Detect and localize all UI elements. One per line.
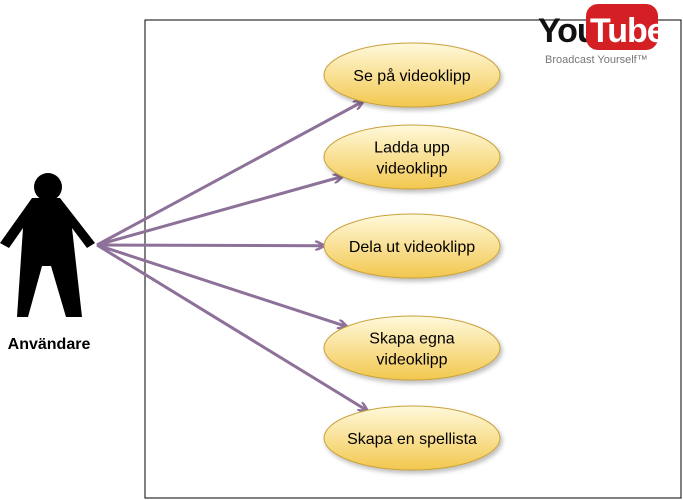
logo-tagline: Broadcast Yourself™ xyxy=(545,54,648,66)
use-case-ellipse xyxy=(323,315,501,381)
use-case-label: Dela ut videoklipp xyxy=(349,239,475,256)
use-case-label: Skapa egna xyxy=(369,331,455,348)
association-arrow xyxy=(96,243,367,411)
youtube-logo: You Tube Broadcast Yourself™ xyxy=(538,4,666,66)
association-arrow xyxy=(96,102,363,247)
use-case-label: videoklipp xyxy=(376,161,447,178)
use-case-ellipse xyxy=(323,42,501,108)
use-case-label: videoklipp xyxy=(376,352,447,369)
actor-head-icon xyxy=(34,173,62,201)
associations xyxy=(96,102,367,411)
use-case: Skapa egna videoklipp xyxy=(323,315,501,381)
use-case: Skapa en spellista xyxy=(323,405,501,471)
association-arrow xyxy=(96,177,342,247)
system-boundary xyxy=(144,19,682,499)
use-case-label: Ladda upp xyxy=(374,140,450,157)
use-case: Se på videoklipp xyxy=(323,42,501,108)
logo-tube-box xyxy=(586,4,658,50)
actor-figure-icon xyxy=(0,198,95,317)
use-case-label: Se på videoklipp xyxy=(353,67,471,85)
use-case-ellipse xyxy=(323,124,501,190)
use-case: Dela ut videoklipp xyxy=(323,213,501,279)
association-arrow xyxy=(96,245,324,246)
use-case-ellipse xyxy=(323,213,501,279)
logo-tube-text: Tube xyxy=(590,12,665,50)
use-case-ellipse xyxy=(323,405,501,471)
use-case-label: Skapa en spellista xyxy=(347,431,477,448)
association-arrow xyxy=(96,243,347,327)
actor-label: Användare xyxy=(8,336,91,353)
use-case: Ladda upp videoklipp xyxy=(323,124,501,190)
actor: Användare xyxy=(0,173,95,353)
